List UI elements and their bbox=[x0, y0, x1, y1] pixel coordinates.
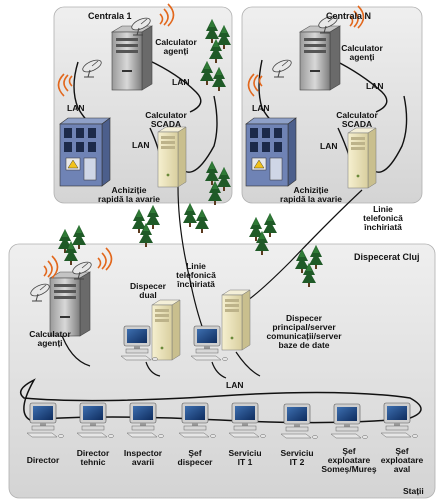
station-serviciu-it1-label: Serviciu IT 1 bbox=[228, 448, 262, 467]
centrala-n-achizitie-label: Achiziție rapidă la avarie bbox=[280, 185, 342, 204]
station-inspector-avarii-label: Inspector avarii bbox=[123, 448, 163, 467]
dispecer-dual-label: Dispecer dual bbox=[130, 281, 166, 300]
dispecerat-agent-label: Calculator agenți bbox=[29, 329, 71, 348]
centrala-1-scada-server-icon bbox=[157, 126, 187, 188]
dispecer-principal-label: Dispecer principal/server comunicații/se… bbox=[266, 313, 342, 350]
leased-line-centrala-1 bbox=[177, 185, 205, 333]
station-sef-exploatare-somes-label: Şef exploatare Someş/Mureş bbox=[321, 446, 377, 474]
centrala-1-title: Centrala 1 bbox=[88, 11, 132, 21]
centrala-1-achizitie-label: Achiziție rapidă la avarie bbox=[98, 185, 160, 204]
station-director-label: Director bbox=[26, 455, 60, 465]
centrala-1-lan-left: LAN bbox=[67, 103, 85, 113]
centrala-n-lan-top: LAN bbox=[366, 81, 384, 91]
station-sef-exploatare-aval-label: Şef exploatare aval bbox=[380, 446, 424, 474]
centrala-n-scada-label: Calculator SCADA bbox=[336, 110, 378, 129]
leased-line-n-label: Linie telefonică închiriată bbox=[363, 204, 403, 232]
statii-title: Stații bbox=[403, 486, 424, 496]
dispecerat-lan-label: LAN bbox=[226, 380, 244, 390]
centrala-1-lan-mid: LAN bbox=[132, 140, 150, 150]
leased-line-centrala-n bbox=[247, 189, 363, 301]
centrala-n-title: Centrala N bbox=[326, 11, 372, 21]
centrala-n-achizitie-cabinet-icon bbox=[245, 117, 297, 187]
centrala-n-agent-label: Calculator agenți bbox=[341, 43, 383, 62]
centrala-n-lan-left: LAN bbox=[252, 103, 270, 113]
dispecer-dual-server-icon bbox=[151, 299, 181, 361]
centrala-1-agent-computer-icon bbox=[111, 25, 153, 91]
centrala-1-achizitie-cabinet-icon bbox=[59, 117, 111, 187]
dispecerat-agent-computer-icon bbox=[49, 271, 91, 337]
station-serviciu-it2-label: Serviciu IT 2 bbox=[280, 448, 314, 467]
station-director-tehnic-label: Director tehnic bbox=[76, 448, 110, 467]
centrala-1-lan-top: LAN bbox=[172, 77, 190, 87]
centrala-1-scada-label: Calculator SCADA bbox=[145, 110, 187, 129]
dispecer-principal-server-icon bbox=[221, 289, 251, 351]
centrala-1-agent-label: Calculator agenți bbox=[155, 37, 197, 56]
centrala-n-scada-server-icon bbox=[347, 127, 377, 189]
centrala-n-lan-mid: LAN bbox=[320, 141, 338, 151]
dispecerat-title: Dispecerat Cluj bbox=[354, 252, 420, 262]
station-sef-dispecer-label: Şef dispecer bbox=[177, 448, 213, 467]
leased-line-1-label: Linie telefonică închiriată bbox=[176, 261, 216, 289]
panel-dispecerat bbox=[8, 243, 436, 499]
